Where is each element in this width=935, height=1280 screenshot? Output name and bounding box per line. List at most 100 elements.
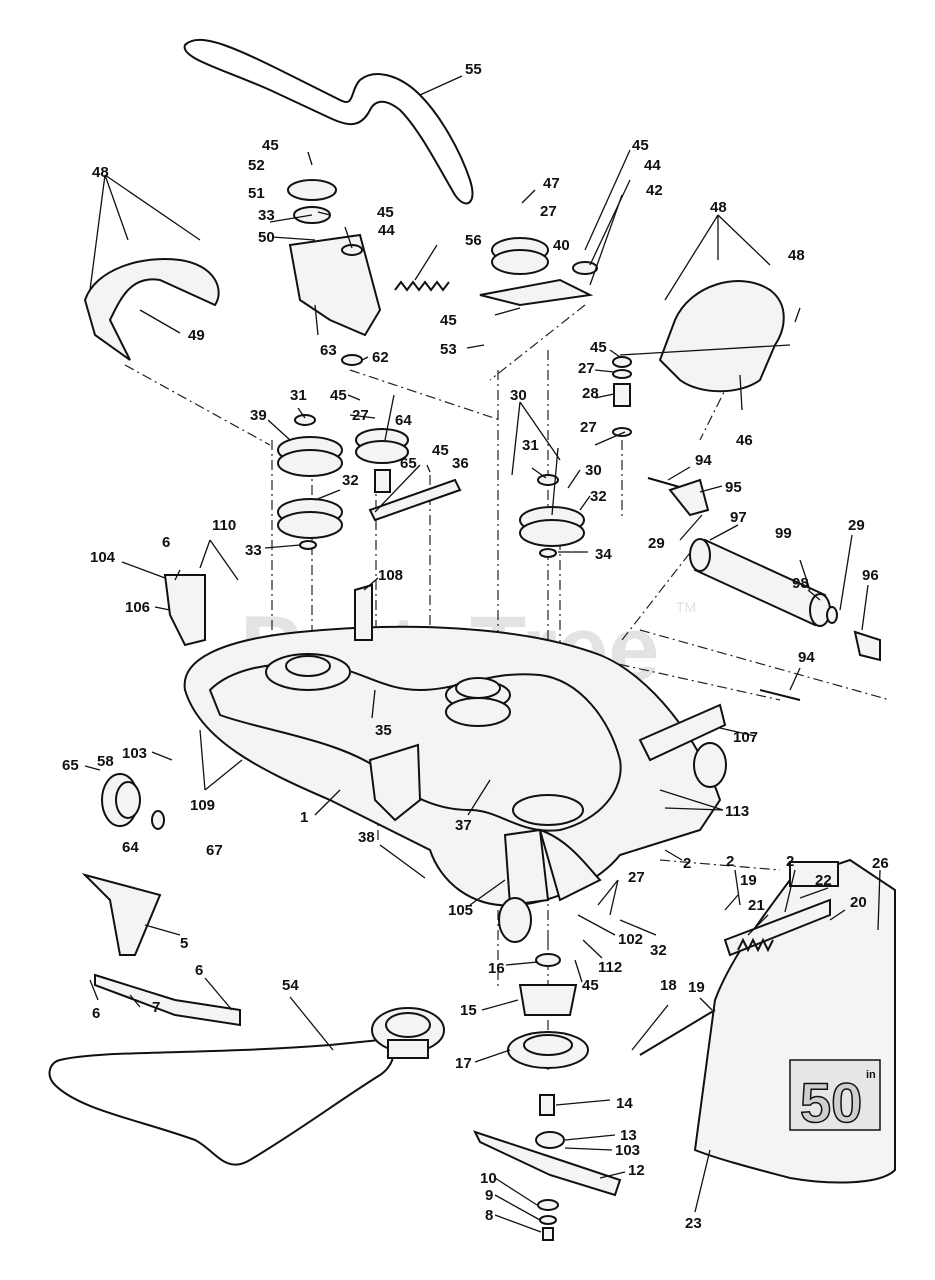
callout-label: 32 [650, 942, 667, 959]
callout-label: 45 [582, 977, 599, 994]
callout-label: 17 [455, 1055, 472, 1072]
callout-label: 9 [485, 1187, 493, 1204]
part-callouts: 55 48 49 45 52 51 33 50 45 44 56 63 62 4… [62, 61, 889, 1232]
callout-label: 2 [786, 853, 794, 870]
callout-label: 58 [97, 753, 114, 770]
right-spindle-pulley [519, 356, 632, 558]
callout-label: 23 [685, 1215, 702, 1232]
callout-label: 49 [188, 327, 205, 344]
callout-label: 64 [122, 839, 139, 856]
callout-label: 1 [300, 809, 308, 826]
callout-label: 18 [660, 977, 677, 994]
right-belt-cover [658, 280, 785, 393]
callout-label: 19 [740, 872, 757, 889]
callout-label: 108 [378, 567, 403, 584]
callout-label: 106 [125, 599, 150, 616]
callout-label: 37 [455, 817, 472, 834]
callout-label: 5 [180, 935, 188, 952]
lift-arm [94, 973, 241, 1027]
callout-label: 31 [290, 387, 307, 404]
callout-label: 26 [872, 855, 889, 872]
callout-label: 35 [375, 722, 392, 739]
center-idler-assembly [355, 428, 462, 522]
callout-label: 22 [815, 872, 832, 889]
discharge-chute: 50 in [639, 858, 896, 1184]
callout-label: 13 [620, 1127, 637, 1144]
callout-label: 6 [162, 534, 170, 551]
callout-label: 94 [798, 649, 815, 666]
callout-label: 2 [683, 855, 691, 872]
callout-label: 48 [92, 164, 109, 181]
callout-label: 32 [342, 472, 359, 489]
callout-label: 54 [282, 977, 299, 994]
callout-label: 8 [485, 1207, 493, 1224]
watermark-trademark: TM [676, 599, 696, 615]
chute-size-unit: in [866, 1069, 876, 1081]
callout-label: 55 [465, 61, 482, 78]
blade-spindle-stack [473, 953, 622, 1241]
callout-label: 50 [258, 229, 275, 246]
callout-label: 15 [460, 1002, 477, 1019]
callout-label: 103 [122, 745, 147, 762]
callout-label: 94 [695, 452, 712, 469]
upper-belt [183, 38, 474, 205]
callout-label: 104 [90, 549, 116, 566]
callout-label: 99 [775, 525, 792, 542]
callout-label: 44 [378, 222, 395, 239]
callout-label: 19 [688, 979, 705, 996]
callout-label: 45 [632, 137, 649, 154]
callout-label: 45 [377, 204, 394, 221]
callout-label: 51 [248, 185, 265, 202]
callout-label: 102 [618, 931, 643, 948]
callout-label: 96 [862, 567, 879, 584]
callout-label: 110 [212, 517, 236, 534]
idler-spring [394, 280, 450, 292]
callout-label: 32 [590, 488, 607, 505]
lower-belt [48, 1038, 395, 1166]
callout-label: 6 [92, 1005, 100, 1022]
idler-bracket-assembly [287, 179, 382, 366]
callout-label: 27 [628, 869, 645, 886]
left-lift-bracket [163, 574, 206, 647]
callout-label: 105 [448, 902, 473, 919]
callout-label: 28 [582, 385, 599, 402]
lift-link-plate [81, 873, 162, 956]
callout-label: 52 [248, 157, 265, 174]
callout-label: 62 [372, 349, 389, 366]
callout-label: 39 [250, 407, 267, 424]
callout-label: 95 [725, 479, 742, 496]
leader-lines [84, 75, 881, 1233]
rear-bracket [368, 743, 422, 822]
roller-bracket [668, 478, 710, 517]
callout-label: 67 [206, 842, 223, 859]
callout-label: 31 [522, 437, 539, 454]
callout-label: 12 [628, 1162, 645, 1179]
right-baffle [638, 703, 727, 762]
callout-label: 14 [616, 1095, 633, 1112]
callout-label: 112 [598, 959, 622, 976]
callout-label: 20 [850, 894, 867, 911]
callout-label: 42 [646, 182, 663, 199]
callout-label: 7 [152, 999, 160, 1016]
callout-label: 29 [848, 517, 865, 534]
callout-label: 33 [245, 542, 262, 559]
callout-label: 48 [710, 199, 727, 216]
callout-label: 30 [510, 387, 527, 404]
pto-clutch [371, 1007, 445, 1059]
gauge-wheel-left [101, 773, 165, 830]
callout-label: 27 [580, 419, 597, 436]
callout-label: 48 [788, 247, 805, 264]
callout-label: 45 [590, 339, 607, 356]
left-spindle-pulleys [277, 414, 343, 550]
gauge-wheel-right [498, 742, 727, 943]
callout-label: 107 [733, 729, 758, 746]
callout-label: 103 [615, 1142, 640, 1159]
callout-label: 33 [258, 207, 275, 224]
callout-label: 97 [730, 509, 747, 526]
left-belt-cover [83, 258, 220, 361]
callout-label: 2 [726, 853, 734, 870]
callout-label: 63 [320, 342, 337, 359]
callout-label: 27 [540, 203, 557, 220]
callout-label: 64 [395, 412, 412, 429]
chute-size-decal: 50 [800, 1071, 862, 1134]
